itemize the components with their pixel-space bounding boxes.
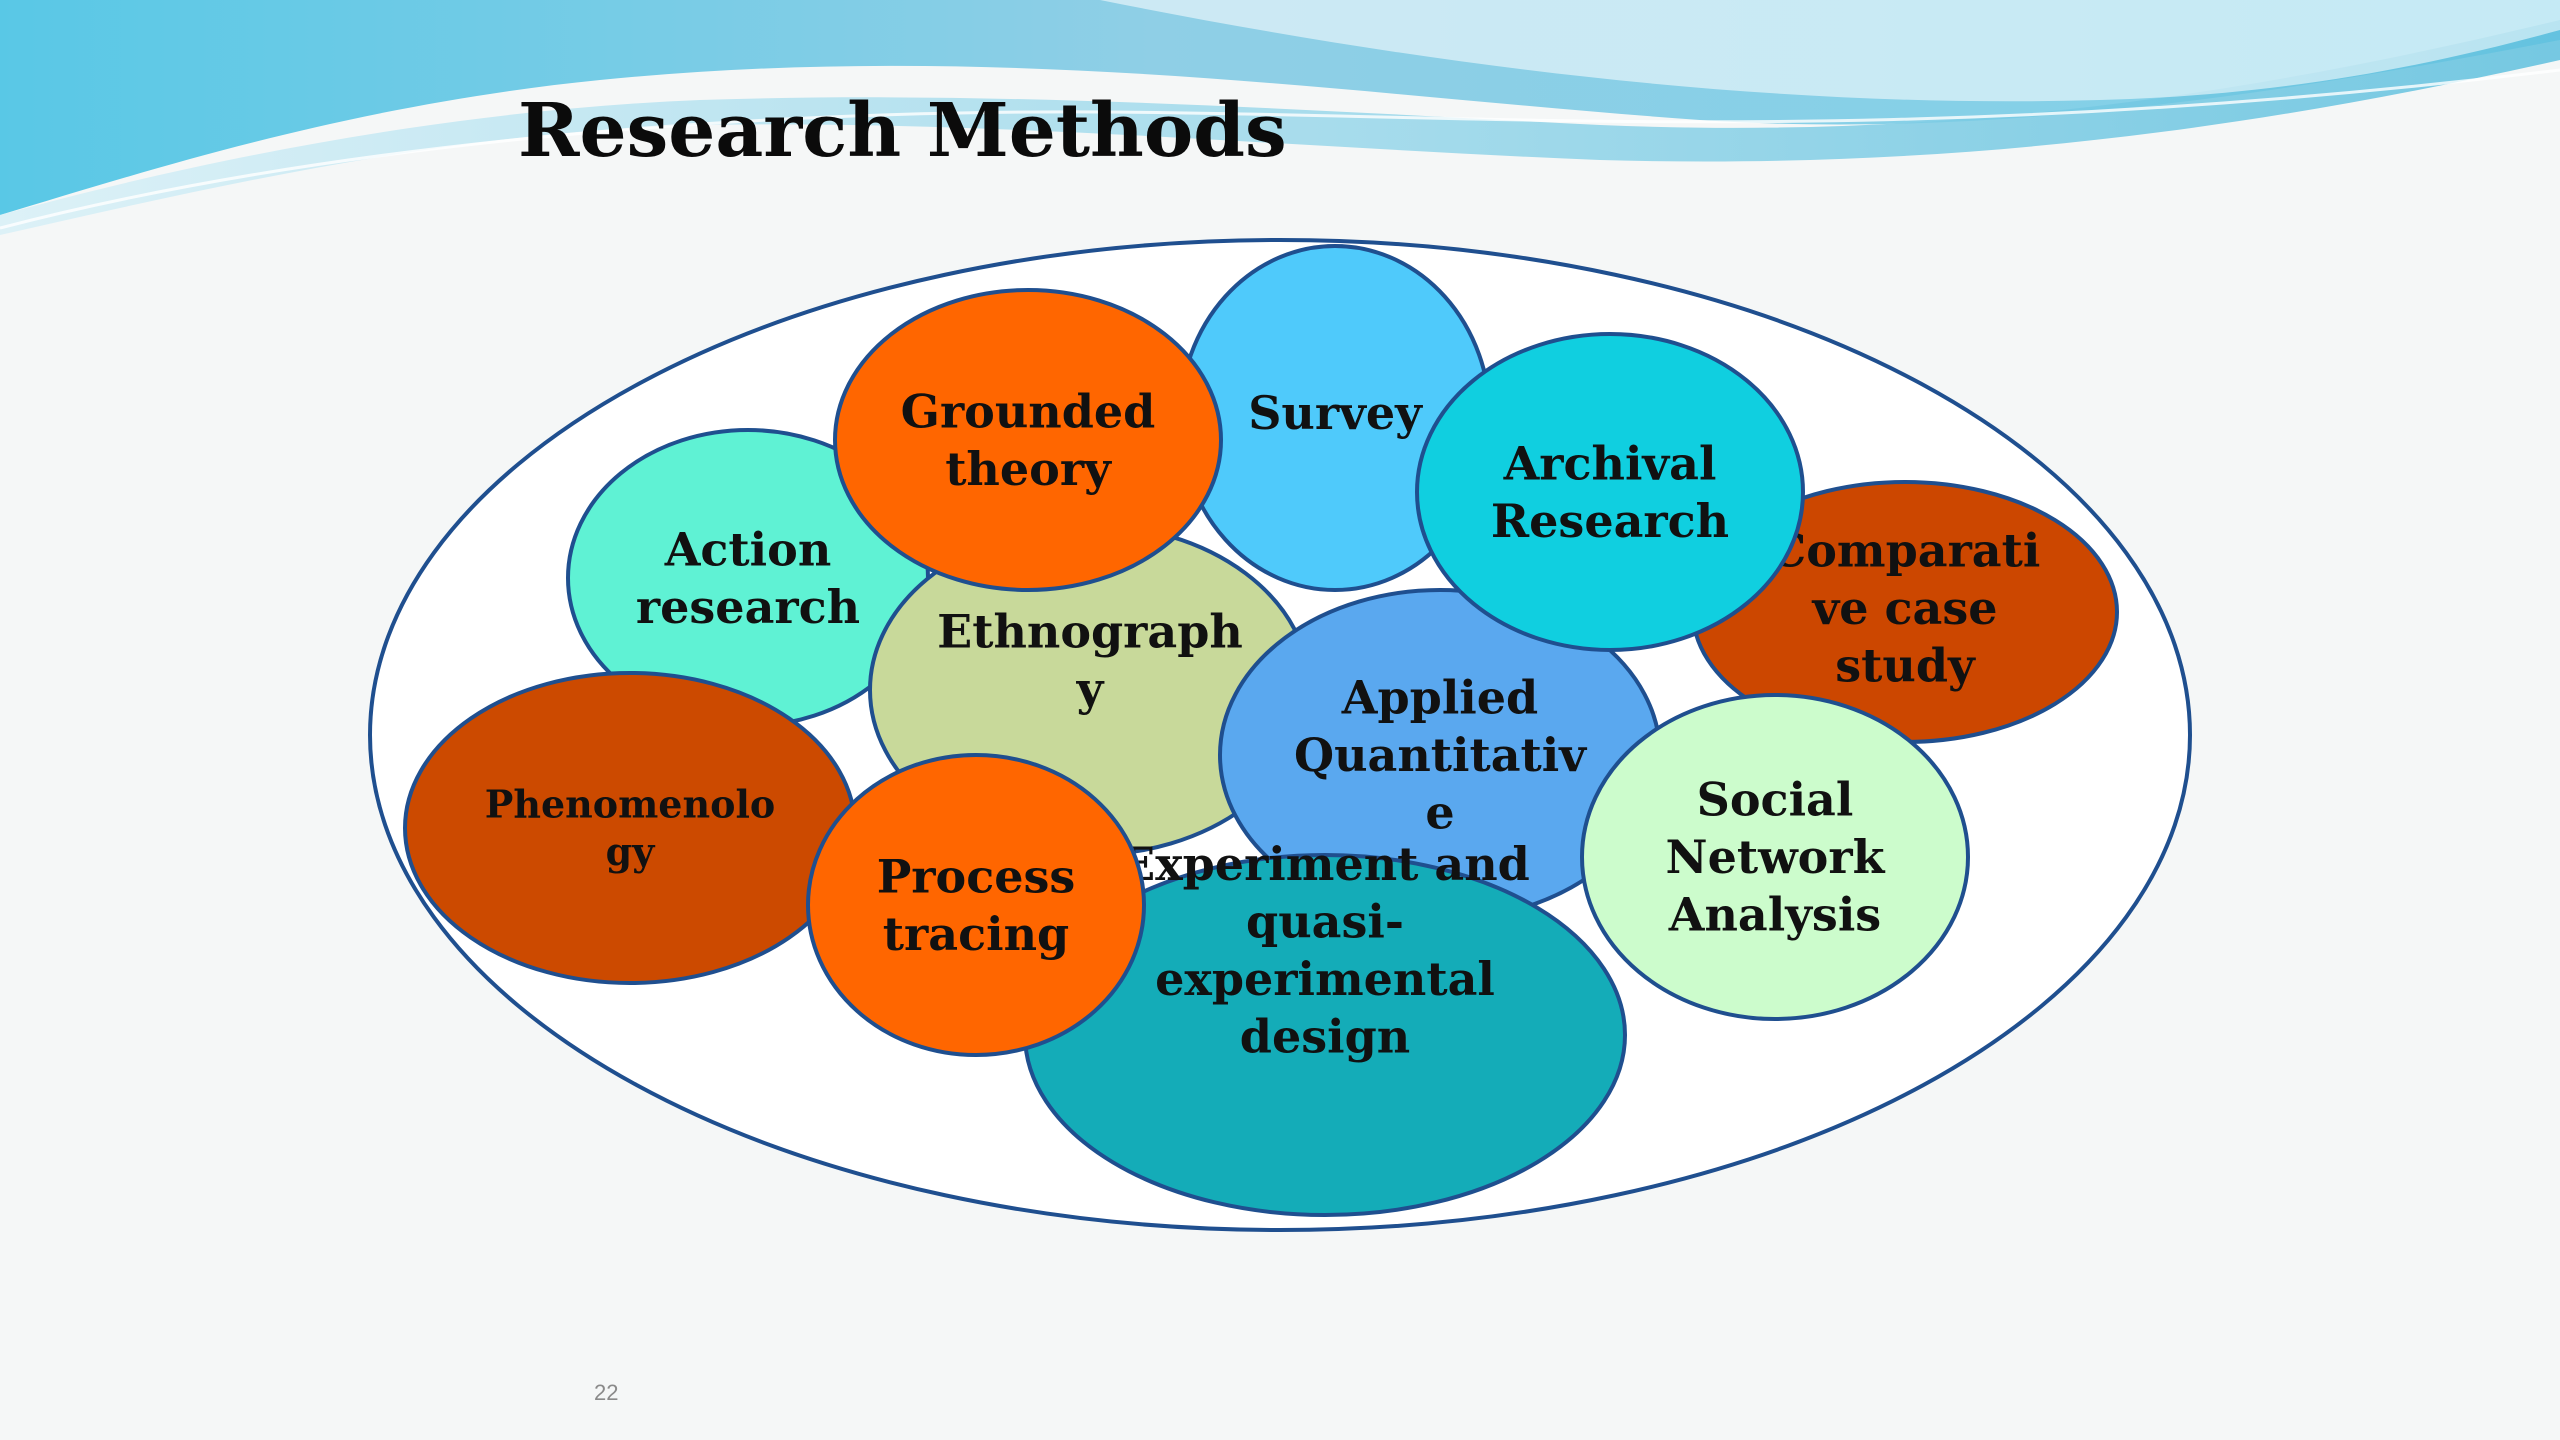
bubble-label-grounded-theory: theory — [945, 442, 1112, 496]
bubble-shape-social-network-analysis — [1580, 693, 1970, 1021]
bubble-label-process-tracing: Process — [877, 849, 1076, 903]
bubble-shape-grounded-theory — [833, 288, 1223, 592]
bubble-label-comparative-case-study: ve case — [1812, 581, 1998, 635]
bubble-label-action-research: research — [636, 580, 860, 634]
bubble-label-phenomenology: gy — [606, 829, 656, 874]
bubble-label-survey: Survey — [1248, 386, 1423, 440]
bubble-label-phenomenology: Phenomenolo — [485, 782, 776, 827]
bubble-label-experiment-design: quasi- — [1246, 894, 1404, 948]
bubble-label-experiment-design: Experiment and — [1120, 837, 1530, 891]
bubble-label-action-research: Action — [664, 522, 832, 576]
bubble-label-grounded-theory: Grounded — [901, 384, 1156, 438]
bubble-label-social-network-analysis: Analysis — [1668, 888, 1881, 942]
bubble-label-process-tracing: tracing — [883, 907, 1069, 961]
bubble-shape-process-tracing — [806, 753, 1146, 1057]
page-number: 22 — [594, 1380, 619, 1405]
bubble-label-comparative-case-study: Comparati — [1770, 524, 2041, 578]
bubble-label-ethnography: Ethnograph — [937, 604, 1243, 658]
bubble-label-comparative-case-study: study — [1835, 639, 1976, 693]
bubble-label-applied-quantitative: e — [1425, 786, 1454, 840]
bubble-label-experiment-design: experimental — [1155, 952, 1495, 1006]
bubble-shape-phenomenology — [403, 671, 857, 985]
bubble-label-archival-research: Archival — [1503, 436, 1717, 490]
bubble-label-applied-quantitative: Quantitativ — [1294, 728, 1587, 782]
bubble-survey: Survey — [1178, 244, 1492, 592]
bubble-label-experiment-design: design — [1240, 1009, 1410, 1063]
header-wave — [0, 0, 2560, 235]
bubble-label-ethnography: y — [1076, 662, 1105, 716]
bubble-label-applied-quantitative: Applied — [1341, 671, 1538, 725]
bubble-label-social-network-analysis: Social — [1697, 773, 1854, 827]
bubble-label-social-network-analysis: Network — [1666, 830, 1886, 884]
bubble-shape-archival-research — [1415, 332, 1805, 652]
slide-title: Research Methods — [518, 88, 1287, 174]
bubble-label-archival-research: Research — [1491, 494, 1729, 548]
